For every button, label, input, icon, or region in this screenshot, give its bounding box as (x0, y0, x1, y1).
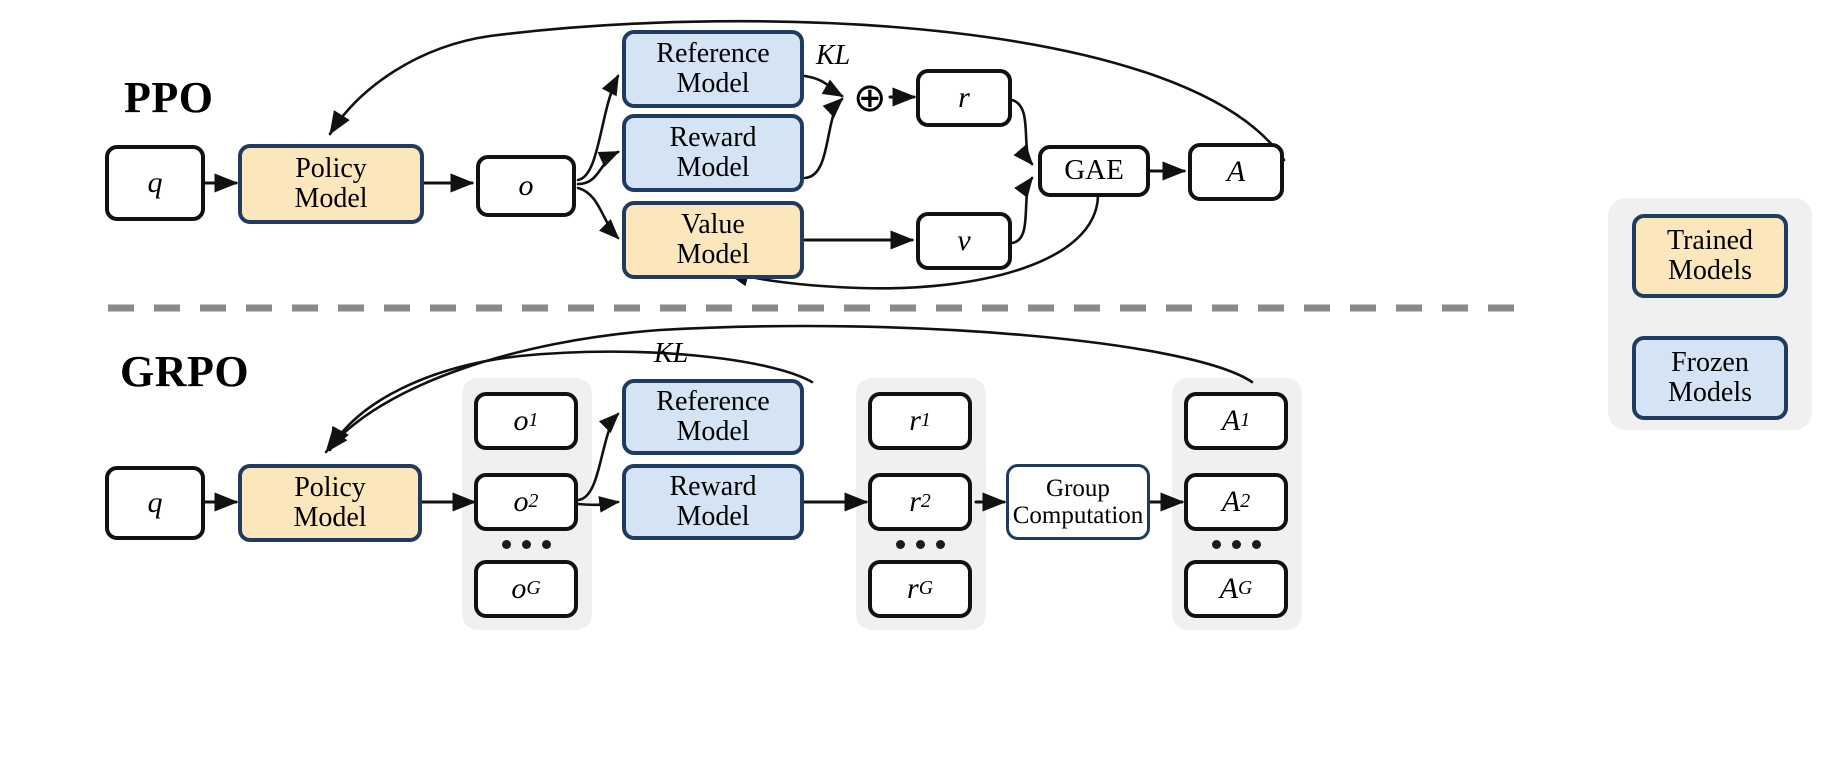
grpo-advantages-ellipsis (1184, 530, 1288, 558)
ppo-sum-operator: ⊕ (853, 75, 887, 121)
legend-trained-label-2: Models (1668, 255, 1752, 286)
grpo-output-2-base: o (513, 484, 529, 518)
edge-ppo-v-to-gae (1010, 176, 1034, 245)
grpo-advantage-2-sub: 2 (1240, 490, 1251, 513)
grpo-output-1-base: o (513, 403, 529, 437)
grpo-reward-1-sub: 1 (920, 409, 931, 432)
ppo-advantage-node: A (1188, 143, 1284, 201)
grpo-group-computation-label-2: Computation (1012, 502, 1144, 529)
grpo-group-computation-node: Group Computation (1006, 464, 1150, 540)
grpo-policy-model-label-1: Policy (294, 471, 366, 503)
grpo-reward-model-label-2: Model (676, 501, 750, 532)
ppo-value-scalar-node: v (916, 212, 1012, 270)
grpo-policy-model-label-2: Model (293, 502, 367, 533)
ppo-kl-label: KL (816, 40, 851, 71)
ppo-section-title: PPO (124, 73, 214, 122)
edge-ppo-advantage-to-policy (328, 19, 1286, 162)
ppo-reward-model-label-1: Reward (669, 121, 757, 153)
grpo-output-2-sub: 2 (528, 490, 539, 513)
legend-frozen-label-2: Models (1668, 377, 1752, 408)
edge-grpo-outputs-to-reference (576, 412, 620, 502)
ppo-reward-scalar-node: r (916, 69, 1012, 127)
ppo-reward-model-node: Reward Model (622, 114, 804, 192)
grpo-output-g-sub: G (526, 577, 541, 600)
grpo-reward-g-sub: G (918, 577, 933, 600)
ppo-value-model-node: Value Model (622, 201, 804, 279)
grpo-reference-model-label-1: Reference (656, 385, 770, 417)
ppo-value-model-label-2: Model (676, 239, 750, 270)
grpo-output-1-sub: 1 (528, 409, 539, 432)
legend-trained-label-1: Trained (1666, 224, 1754, 256)
ppo-reward-model-label-2: Model (676, 152, 750, 183)
legend-frozen-label-1: Frozen (1671, 346, 1749, 378)
grpo-rewards-ellipsis (868, 530, 972, 558)
grpo-policy-model-node: Policy Model (238, 464, 422, 542)
grpo-section-title: GRPO (120, 347, 250, 396)
grpo-reward-model-node: Reward Model (622, 464, 804, 540)
ppo-reference-model-label-1: Reference (656, 37, 770, 69)
grpo-kl-label: KL (654, 338, 689, 369)
grpo-reward-g-base: r (907, 571, 919, 605)
ppo-query-node: q (105, 145, 205, 221)
grpo-advantage-2-base: A (1221, 484, 1241, 518)
ppo-output-node: o (476, 155, 576, 217)
grpo-reward-2-sub: 2 (920, 490, 931, 513)
edge-grpo-outputs-to-reward (576, 496, 621, 513)
edge-ppo-o-to-value (576, 186, 620, 240)
grpo-reference-model-label-2: Model (676, 416, 750, 447)
legend-trained-models-swatch: Trained Models (1632, 214, 1788, 298)
edge-ppo-o-to-reference (576, 74, 620, 182)
grpo-advantage-1-base: A (1221, 403, 1241, 437)
grpo-reference-model-node: Reference Model (622, 379, 804, 455)
edge-ppo-reward-to-sum (803, 97, 844, 180)
grpo-outputs-ellipsis (474, 530, 578, 558)
edge-ppo-r-to-gae (1010, 98, 1034, 166)
edge-grpo-advantage-to-policy (324, 324, 1254, 454)
edge-ppo-gae-to-value (724, 194, 1100, 290)
edge-ppo-reference-to-sum (803, 74, 844, 98)
edge-ppo-o-to-reward (576, 150, 620, 186)
grpo-query-node: q (105, 466, 205, 540)
grpo-reward-model-label-1: Reward (669, 470, 757, 502)
edge-grpo-kl-to-policy (328, 350, 814, 452)
ppo-policy-model-label-2: Model (294, 183, 368, 214)
ppo-policy-model-node: Policy Model (238, 144, 424, 224)
grpo-reward-1-base: r (909, 403, 921, 437)
grpo-advantage-g-sub: G (1238, 577, 1253, 600)
ppo-value-model-label-1: Value (681, 208, 745, 240)
legend-frozen-models-swatch: Frozen Models (1632, 336, 1788, 420)
grpo-output-g-base: o (511, 571, 527, 605)
ppo-policy-model-label-1: Policy (295, 152, 367, 184)
grpo-advantage-g-base: A (1219, 571, 1239, 605)
grpo-group-computation-label-1: Group (1046, 475, 1110, 502)
grpo-reward-2-base: r (909, 484, 921, 518)
grpo-advantage-1-sub: 1 (1240, 409, 1251, 432)
ppo-gae-node: GAE (1038, 145, 1150, 197)
ppo-reference-model-node: Reference Model (622, 30, 804, 108)
ppo-reference-model-label-2: Model (676, 68, 750, 99)
